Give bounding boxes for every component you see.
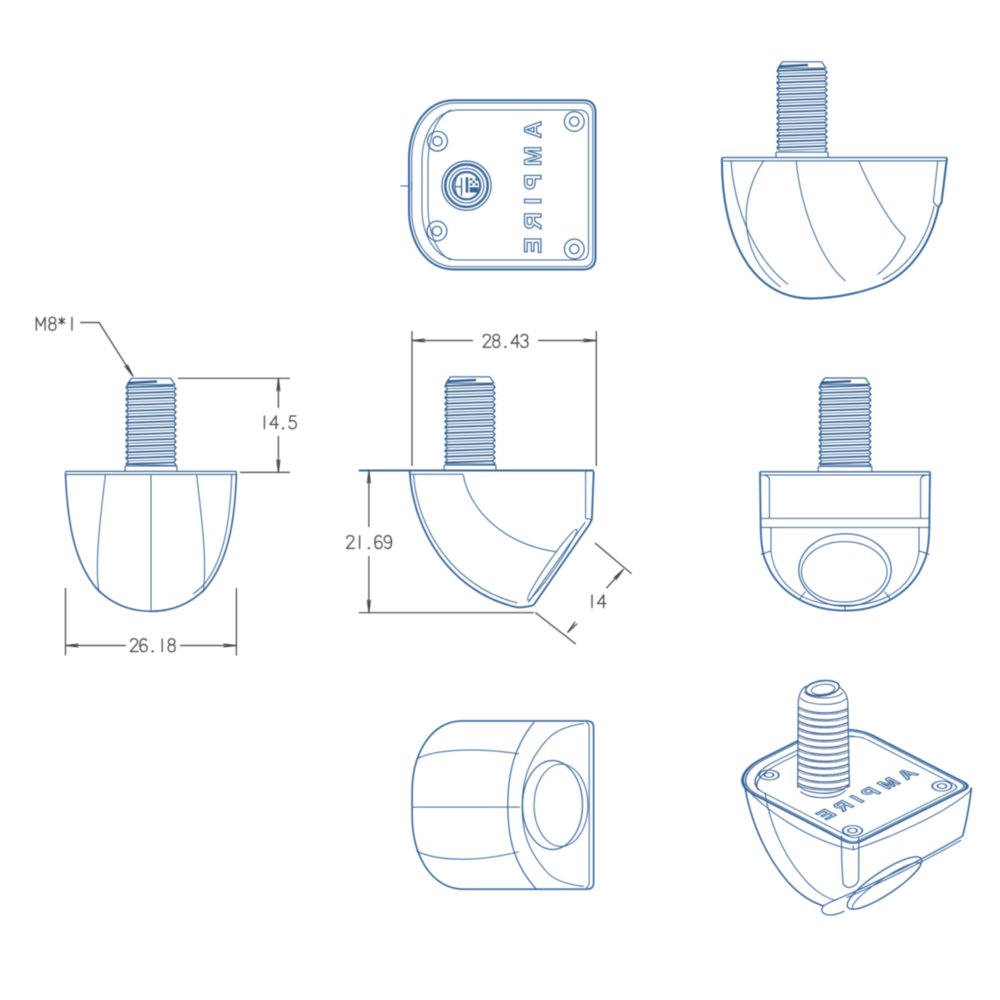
svg-text:AMPIRE: AMPIRE	[520, 121, 547, 261]
